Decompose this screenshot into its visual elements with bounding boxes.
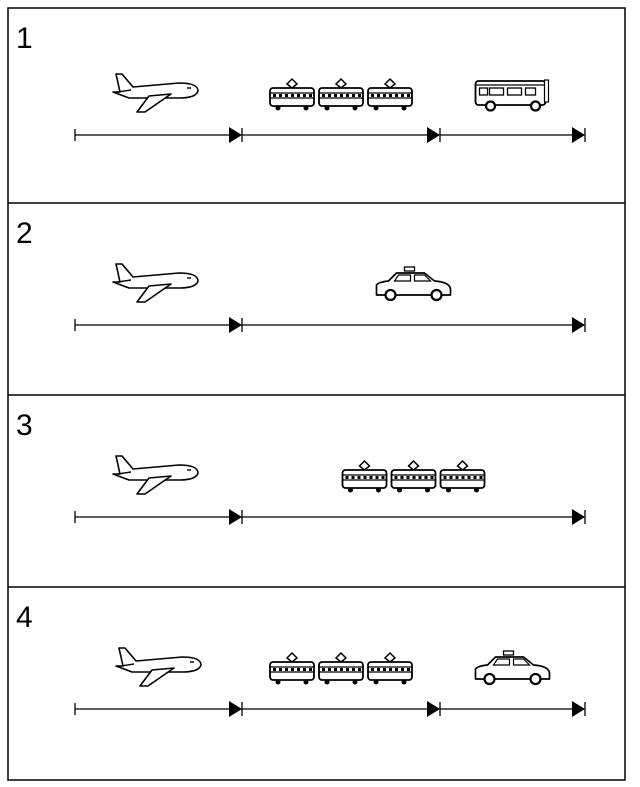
airplane-icon bbox=[115, 647, 202, 687]
arrowhead bbox=[572, 509, 585, 525]
panel-2: 2 bbox=[8, 202, 625, 333]
arrowhead bbox=[229, 127, 242, 143]
arrowhead bbox=[229, 509, 242, 525]
panel-number: 3 bbox=[16, 409, 33, 442]
airplane-icon bbox=[112, 455, 199, 495]
airplane-icon bbox=[112, 73, 199, 113]
panel-3: 3 bbox=[8, 394, 625, 525]
arrowhead bbox=[229, 317, 242, 333]
bus-icon bbox=[474, 78, 550, 112]
panel-number: 1 bbox=[16, 22, 33, 55]
panel-number: 2 bbox=[16, 217, 33, 250]
airplane-icon bbox=[112, 263, 199, 303]
arrowhead bbox=[229, 701, 242, 717]
arrowhead bbox=[572, 317, 585, 333]
train-icon bbox=[270, 79, 412, 111]
arrowhead bbox=[572, 127, 585, 143]
panel-1: 1 bbox=[16, 22, 586, 143]
panel-number: 4 bbox=[16, 601, 33, 634]
train-icon bbox=[270, 653, 412, 685]
arrowhead bbox=[572, 701, 585, 717]
taxi-icon bbox=[474, 649, 551, 686]
taxi-icon bbox=[375, 265, 452, 302]
arrowhead bbox=[427, 701, 440, 717]
arrowhead bbox=[427, 127, 440, 143]
panel-4: 4 bbox=[8, 586, 625, 717]
train-icon bbox=[343, 461, 485, 493]
outer-frame bbox=[7, 7, 626, 781]
